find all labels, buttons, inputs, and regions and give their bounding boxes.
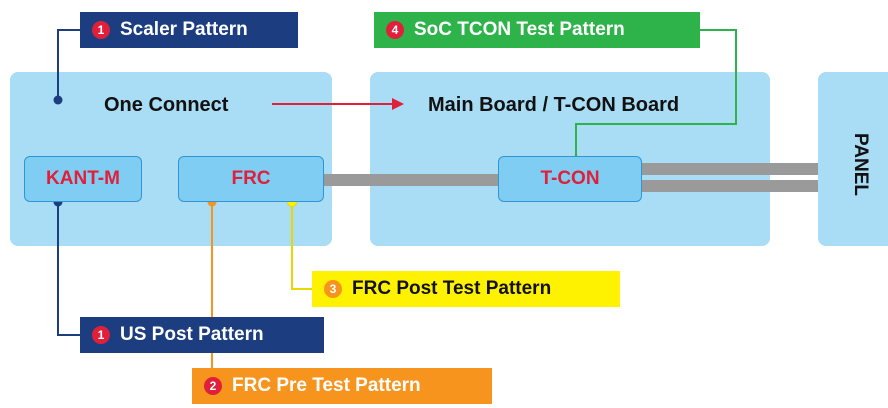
us-post-connector [57, 202, 80, 336]
us-post-label: 1 US Post Pattern [80, 317, 324, 353]
main-board-title: Main Board / T-CON Board [428, 94, 680, 116]
soc-tcon-label: 4 SoC TCON Test Pattern [374, 12, 700, 48]
panel-title: PANEL [850, 132, 871, 196]
scaler-pattern-text: Scaler Pattern [120, 19, 248, 40]
bus-tcon-panel-lower [640, 180, 818, 192]
badge-2-icon: 2 [204, 377, 222, 395]
t-con-label: T-CON [540, 168, 600, 189]
us-post-text: US Post Pattern [120, 324, 264, 345]
frc-post-connector [291, 202, 312, 290]
badge-3-icon: 3 [324, 280, 342, 298]
badge-4-icon: 4 [386, 21, 404, 39]
kant-m-label: KANT-M [46, 168, 120, 189]
t-con-chip: T-CON [498, 156, 642, 202]
one-connect-title: One Connect [104, 94, 229, 116]
badge-1b-icon: 1 [92, 326, 110, 344]
scaler-pattern-label: 1 Scaler Pattern [80, 12, 298, 48]
frc-pre-text: FRC Pre Test Pattern [232, 375, 421, 396]
badge-1-icon: 1 [92, 21, 110, 39]
bus-tcon-panel-upper [640, 163, 818, 175]
scaler-connector [57, 29, 80, 100]
frc-label: FRC [231, 168, 271, 189]
kant-m-chip: KANT-M [24, 156, 142, 202]
soc-tcon-text: SoC TCON Test Pattern [414, 19, 625, 40]
soc-connector [575, 29, 737, 160]
frc-post-text: FRC Post Test Pattern [352, 278, 552, 299]
frc-post-label: 3 FRC Post Test Pattern [312, 271, 620, 307]
bus-frc-tcon [322, 174, 502, 186]
frc-chip: FRC [178, 156, 324, 202]
frc-pre-label: 2 FRC Pre Test Pattern [192, 368, 492, 404]
red-arrow-head [392, 98, 404, 110]
scaler-dot [53, 95, 63, 105]
panel-box [818, 72, 888, 246]
frc-pre-connector [192, 202, 213, 387]
